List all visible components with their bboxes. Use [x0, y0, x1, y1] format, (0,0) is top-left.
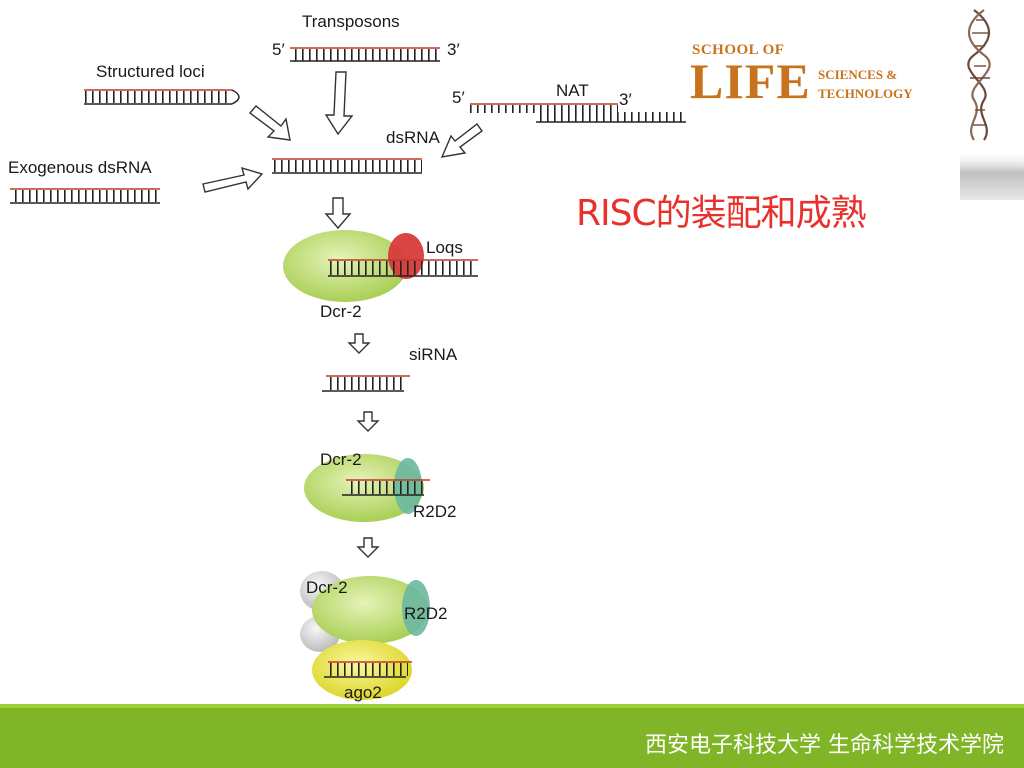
arrow-down-2-icon — [347, 333, 371, 354]
arrow-down-3-icon — [356, 411, 380, 432]
transposon-dsrna — [290, 47, 440, 62]
exogenous-dsrna — [10, 188, 160, 204]
footer-accent-line — [0, 704, 1024, 708]
nat-dsrna — [470, 103, 686, 123]
label-dsrna: dsRNA — [386, 128, 440, 147]
risc-loading-complex — [300, 571, 430, 700]
slide-title: RISC的装配和成熟 — [576, 193, 867, 234]
label-exogenous-dsrna: Exogenous dsRNA — [8, 158, 152, 177]
label-loqs: Loqs — [426, 238, 463, 257]
arrow-nat-icon — [440, 123, 483, 158]
dcr2-loqs-complex — [283, 230, 478, 302]
label-5prime-top: 5′ — [272, 40, 285, 59]
footer-bar — [0, 708, 1024, 768]
arrow-down-4-icon — [356, 537, 380, 558]
label-5prime-nat: 5′ — [452, 88, 465, 107]
logo-line-sciences: SCIENCES & — [818, 67, 898, 82]
dna-helix-icon — [960, 9, 1024, 200]
arrow-structured-loci-icon — [248, 105, 291, 141]
arrow-exogenous-icon — [202, 166, 264, 193]
label-structured-loci: Structured loci — [96, 62, 205, 81]
central-dsrna — [272, 158, 422, 174]
label-dcr2-3: Dcr-2 — [306, 578, 348, 597]
structured-loci-hairpin — [84, 89, 240, 105]
label-3prime-nat: 3′ — [619, 90, 632, 109]
label-dcr2-2: Dcr-2 — [320, 450, 362, 469]
label-r2d2-2: R2D2 — [404, 604, 448, 623]
label-ago2: ago2 — [344, 683, 382, 702]
dcr2-r2d2-complex — [304, 454, 430, 522]
logo-line-technology: TECHNOLOGY — [818, 86, 913, 101]
arrow-transposons-icon — [324, 71, 354, 136]
logo-life: LIFE — [690, 53, 811, 109]
label-r2d2-1: R2D2 — [413, 502, 457, 521]
footer-institution: 西安电子科技大学 生命科学技术学院 — [645, 733, 1004, 758]
label-dcr2-1: Dcr-2 — [320, 302, 362, 321]
risc-pathway-diagram — [10, 47, 686, 700]
logo-line-school-of: SCHOOL OF — [692, 42, 785, 58]
sirna-duplex — [322, 375, 410, 392]
label-transposons: Transposons — [302, 12, 400, 31]
label-3prime-top: 3′ — [447, 40, 460, 59]
label-nat: NAT — [556, 81, 589, 100]
label-sirna: siRNA — [409, 345, 458, 364]
arrow-down-1-icon — [324, 197, 352, 230]
